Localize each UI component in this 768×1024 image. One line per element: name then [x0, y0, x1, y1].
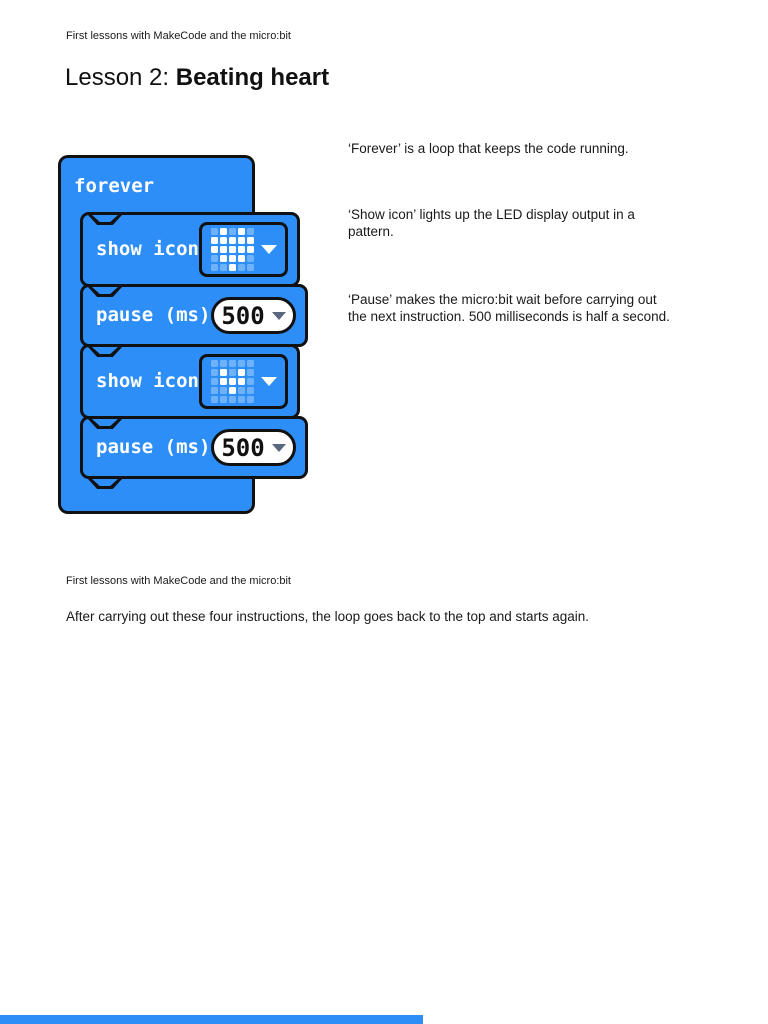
pause-label: pause (ms) — [96, 436, 211, 458]
led-cell-on — [237, 378, 245, 385]
led-cell-on — [237, 246, 245, 253]
show-icon-block-2: show icon — [80, 344, 300, 419]
led-cell-on — [228, 237, 236, 244]
chevron-down-icon — [260, 377, 277, 386]
annotation-line: ‘Pause’ makes the micro:bit wait before … — [348, 292, 657, 307]
annotation-pause: ‘Pause’ makes the micro:bit wait before … — [348, 291, 708, 325]
led-cell-off — [210, 360, 218, 367]
annotation-line: ‘Show icon’ lights up the LED display ou… — [348, 207, 635, 222]
block-connector-tab — [88, 419, 122, 429]
led-cell-on — [237, 237, 245, 244]
duration-field: 500 — [211, 297, 296, 334]
led-cell-off — [237, 360, 245, 367]
show-icon-label: show icon — [96, 238, 199, 260]
annotation-line: pattern. — [348, 224, 394, 239]
led-cell-off — [237, 264, 245, 271]
led-cell-on — [237, 228, 245, 235]
next-page-image-sliver — [0, 1015, 423, 1024]
led-cell-off — [219, 396, 227, 403]
block-connector-tab — [88, 215, 122, 225]
chevron-down-icon — [271, 311, 286, 320]
led-cell-on — [228, 246, 236, 253]
led-cell-off — [246, 378, 254, 385]
led-cell-on — [219, 378, 227, 385]
pause-block-1: pause (ms) 500 — [80, 284, 308, 347]
annotation-show-icon: ‘Show icon’ lights up the LED display ou… — [348, 206, 708, 240]
led-cell-on — [237, 255, 245, 262]
title-prefix: Lesson 2: — [65, 64, 176, 91]
forever-block: forever — [58, 155, 255, 215]
led-cell-on — [228, 255, 236, 262]
led-cell-off — [210, 396, 218, 403]
icon-picker-field — [199, 222, 288, 277]
annotation-line: the next instruction. 500 milliseconds i… — [348, 309, 670, 324]
running-header-2: First lessons with MakeCode and the micr… — [66, 575, 291, 587]
pause-label: pause (ms) — [96, 304, 211, 326]
led-cell-off — [210, 255, 218, 262]
led-cell-on — [210, 237, 218, 244]
block-connector-tab — [88, 347, 122, 357]
forever-block-bottom — [58, 476, 255, 514]
forever-label: forever — [74, 175, 155, 197]
led-cell-off — [219, 264, 227, 271]
led-cell-off — [219, 387, 227, 394]
led-cell-on — [219, 369, 227, 376]
led-cell-on — [219, 237, 227, 244]
led-cell-off — [246, 387, 254, 394]
led-cell-off — [228, 228, 236, 235]
led-cell-on — [237, 369, 245, 376]
chevron-down-icon — [271, 443, 286, 452]
led-cell-on — [228, 378, 236, 385]
show-icon-label: show icon — [96, 370, 199, 392]
makecode-blocks-figure: forever show icon pause (ms) 500 show ic… — [58, 155, 320, 527]
led-cell-off — [228, 360, 236, 367]
closing-paragraph: After carrying out these four instructio… — [66, 609, 590, 624]
led-cell-on — [219, 255, 227, 262]
led-cell-off — [246, 360, 254, 367]
led-cell-off — [210, 378, 218, 385]
led-cell-off — [228, 369, 236, 376]
led-cell-off — [210, 264, 218, 271]
led-cell-off — [237, 396, 245, 403]
led-cell-on — [219, 228, 227, 235]
led-cell-on — [228, 264, 236, 271]
led-cell-off — [210, 228, 218, 235]
block-connector-tab — [88, 479, 122, 489]
annotation-line: ‘Forever’ is a loop that keeps the code … — [348, 141, 629, 156]
show-icon-block-1: show icon — [80, 212, 300, 287]
led-cell-off — [246, 255, 254, 262]
led-cell-off — [246, 228, 254, 235]
led-grid-big-heart — [210, 228, 254, 271]
led-cell-off — [219, 360, 227, 367]
title-emphasis: Beating heart — [175, 64, 330, 91]
led-cell-off — [228, 396, 236, 403]
icon-picker-field — [199, 354, 288, 409]
page-title: Lesson 2: Beating heart — [65, 64, 329, 92]
led-cell-on — [210, 246, 218, 253]
duration-value: 500 — [221, 433, 265, 462]
led-cell-off — [246, 369, 254, 376]
led-cell-off — [237, 387, 245, 394]
led-cell-off — [246, 264, 254, 271]
led-cell-off — [246, 396, 254, 403]
led-cell-on — [228, 387, 236, 394]
led-cell-on — [246, 237, 254, 244]
duration-field: 500 — [211, 429, 296, 466]
block-connector-tab — [88, 287, 122, 297]
led-cell-off — [210, 387, 218, 394]
duration-value: 500 — [221, 301, 265, 330]
led-cell-on — [219, 246, 227, 253]
led-cell-on — [246, 246, 254, 253]
running-header: First lessons with MakeCode and the micr… — [66, 30, 291, 42]
led-grid-small-heart — [210, 360, 254, 403]
led-cell-off — [210, 369, 218, 376]
annotation-forever: ‘Forever’ is a loop that keeps the code … — [348, 140, 708, 157]
chevron-down-icon — [260, 245, 277, 254]
pause-block-2: pause (ms) 500 — [80, 416, 308, 479]
